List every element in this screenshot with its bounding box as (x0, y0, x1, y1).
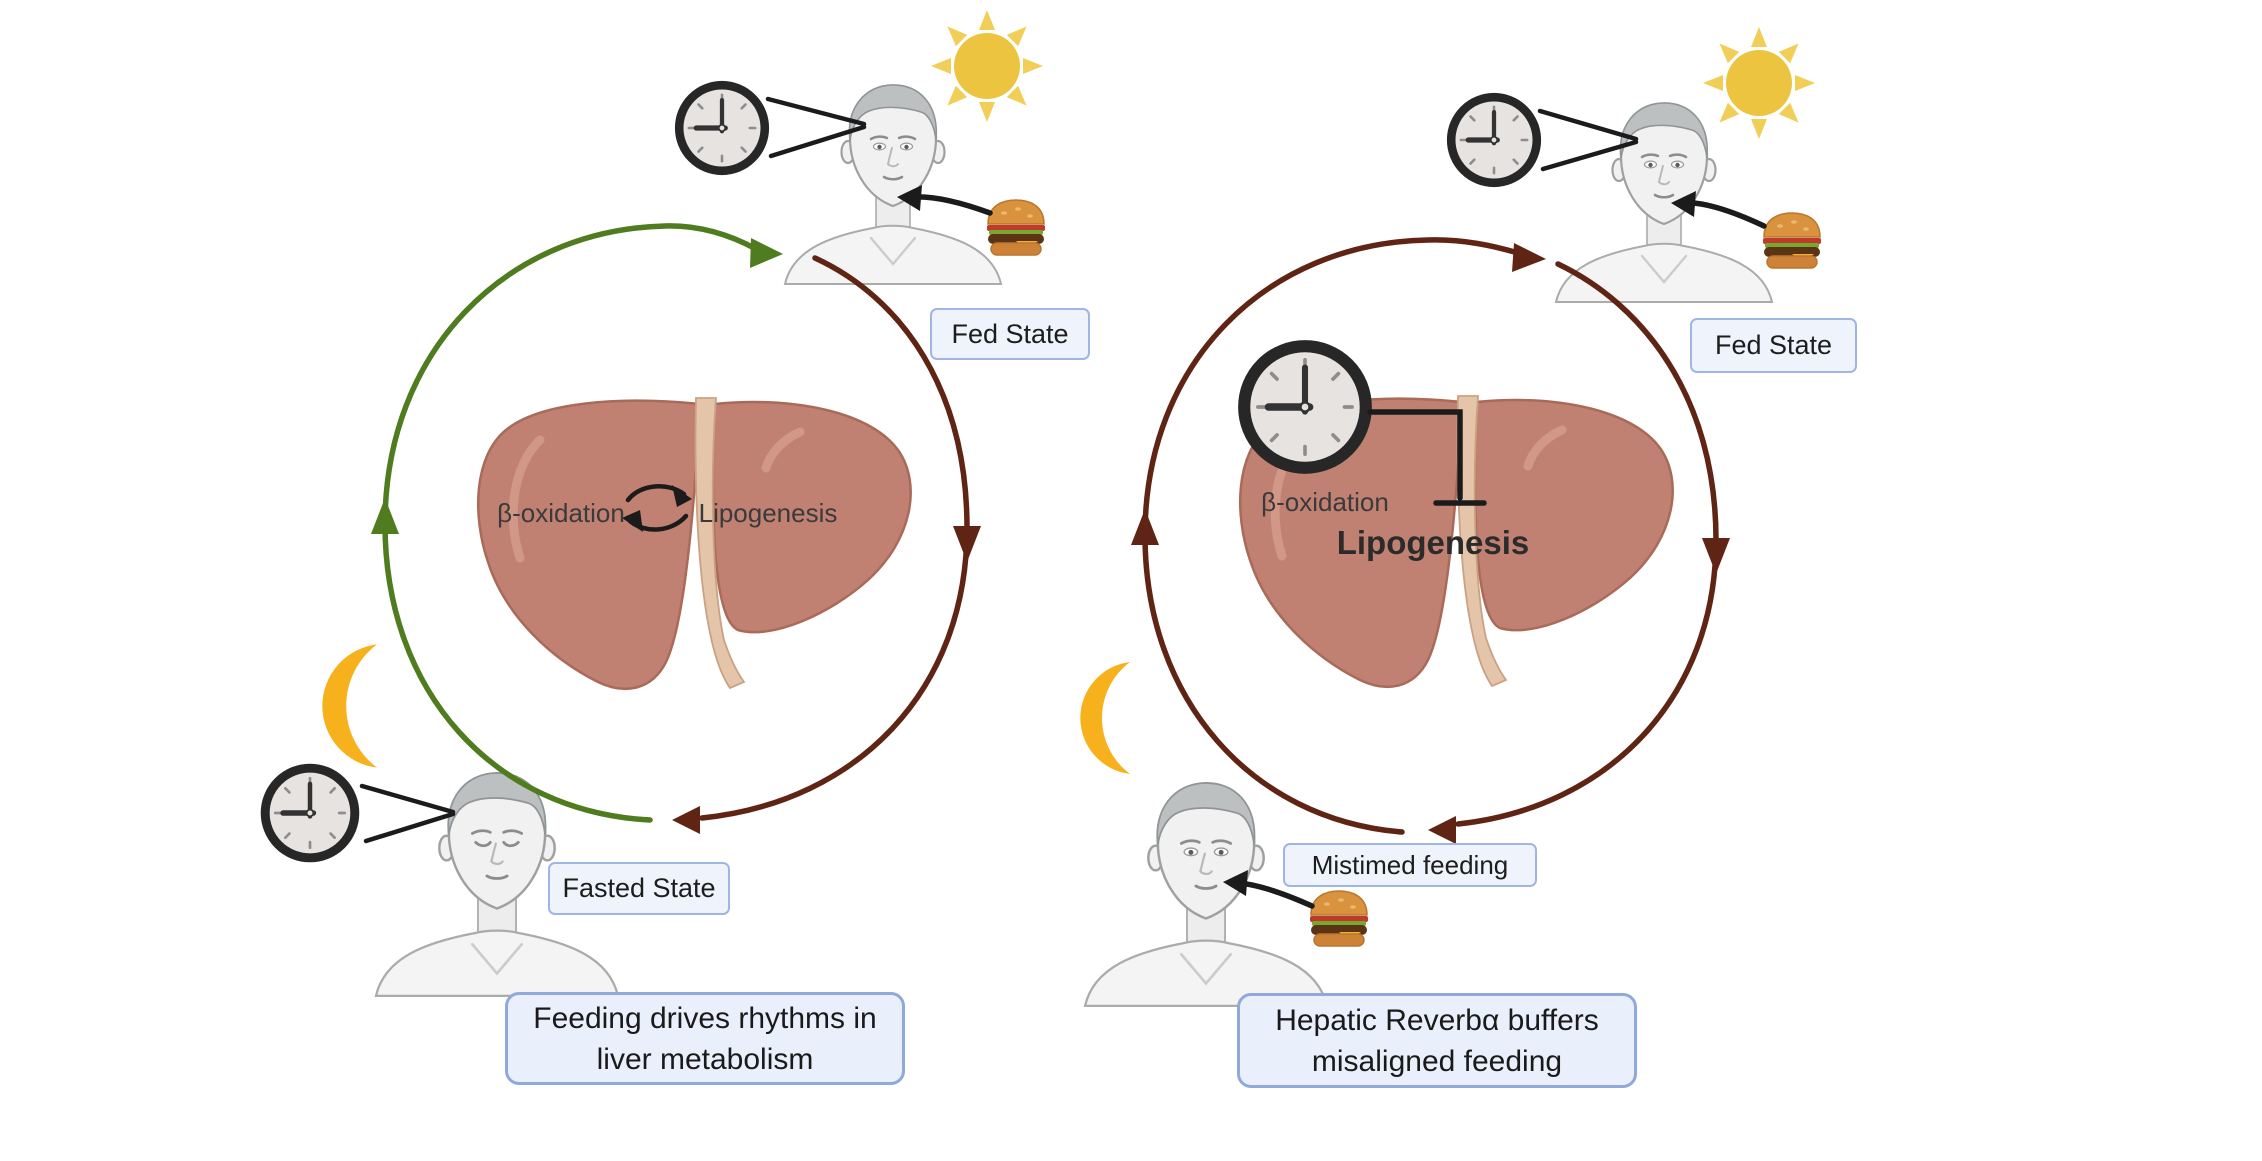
person-awake-figure (1554, 101, 1774, 304)
clock-icon (1451, 97, 1537, 183)
maroon-arrowhead-mid (953, 526, 981, 562)
clock-icon (1244, 346, 1366, 468)
burger-icon (1762, 212, 1822, 269)
clock-icon (265, 768, 355, 858)
fed-state-label-right: Fed State (1690, 318, 1857, 373)
caption-left-line1: Feeding drives rhythms in (533, 1001, 877, 1035)
sun-icon (1703, 27, 1815, 139)
fasted-state-label: Fasted State (548, 862, 730, 915)
fed-to-mistimed-maroon-arc (1428, 261, 1730, 844)
sun-icon (931, 10, 1043, 122)
person-awake-figure (783, 83, 1003, 286)
clock-pointer-lines (765, 96, 867, 159)
moon-icon (1080, 662, 1130, 774)
clock-icon (679, 85, 765, 171)
burger-icon (986, 199, 1046, 256)
fed-to-fasted-maroon-arc (672, 255, 981, 834)
caption-right-line2: misaligned feeding (1311, 1044, 1563, 1078)
fasted-to-fed-green-arc (371, 223, 783, 823)
maroon-arrowhead-mid (1131, 509, 1159, 545)
green-arrowhead-top (750, 238, 783, 268)
beta-oxidation-label-left: β-oxidation (497, 498, 625, 528)
lipogenesis-label-left: Lipogenesis (698, 498, 838, 528)
clock-pointer-lines (359, 783, 456, 844)
liver-icon (478, 398, 911, 689)
fed-state-label-left: Fed State (930, 308, 1090, 360)
clock-pointer-lines (1537, 108, 1639, 172)
beta-oxidation-label-right: β-oxidation (1261, 487, 1389, 517)
mistimed-to-fed-maroon-arc (1131, 237, 1546, 835)
feeding-arrow (1223, 870, 1315, 909)
liver-cycle-arrows (622, 484, 692, 532)
maroon-arrowhead-top (1512, 243, 1546, 272)
caption-right: Hepatic Reverbα buffers misaligned feedi… (1237, 993, 1637, 1088)
caption-right-line1: Hepatic Reverbα buffers (1275, 1003, 1599, 1037)
maroon-arrowhead-bottom (672, 806, 700, 834)
caption-left-line2: liver metabolism (596, 1042, 814, 1076)
burger-icon (1309, 890, 1369, 947)
maroon-arrowhead-bottom (1428, 816, 1456, 844)
inhibition-connector (1367, 409, 1487, 506)
caption-left: Feeding drives rhythms in liver metaboli… (505, 992, 905, 1085)
feeding-arrow (897, 185, 993, 216)
mistimed-feeding-label: Mistimed feeding (1283, 843, 1537, 887)
lipogenesis-label-right: Lipogenesis (1336, 524, 1530, 561)
maroon-arrowhead-mid (1702, 538, 1730, 574)
feeding-arrow (1671, 191, 1767, 229)
moon-icon (322, 644, 377, 768)
green-arrowhead-mid (371, 498, 399, 534)
